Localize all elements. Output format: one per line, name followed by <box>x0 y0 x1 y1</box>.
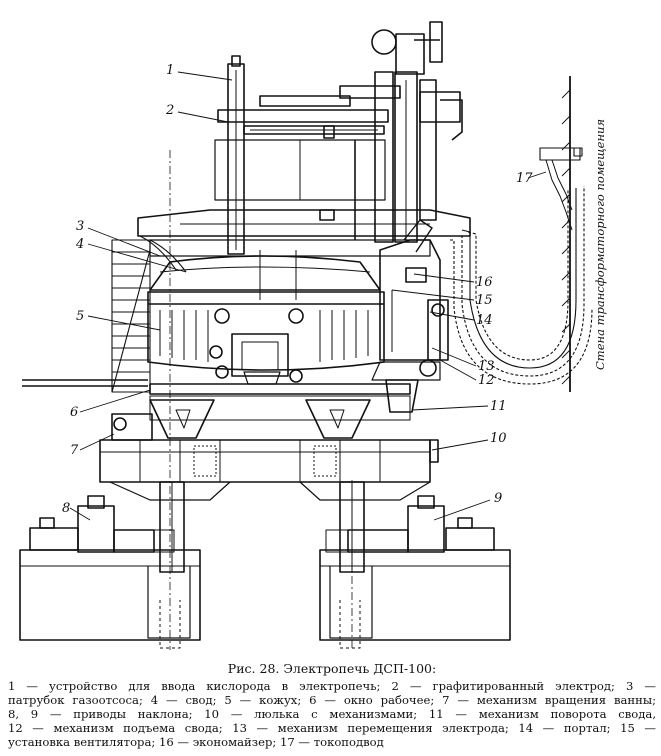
callout-3: 3 <box>76 219 84 234</box>
callout-13: 13 <box>478 359 495 374</box>
caption-line: 1 — устройство для ввода кислорода в эле… <box>8 679 656 694</box>
callout-10: 10 <box>490 431 507 446</box>
furnace-diagram-svg: 1 2 3 4 5 6 7 8 9 10 11 12 13 14 15 16 1… <box>19 21 607 650</box>
callout-16: 16 <box>476 275 493 290</box>
left-staircase <box>111 235 187 393</box>
callout-12: 12 <box>478 373 495 388</box>
tilt-drives <box>29 481 495 573</box>
callout-7: 7 <box>70 443 79 458</box>
callout-15: 15 <box>476 293 493 308</box>
transformer-wall <box>561 76 571 392</box>
callout-6: 6 <box>70 405 78 420</box>
cradle <box>99 399 439 501</box>
caption-line: 8, 9 — приводы наклона; 10 — люлька с ме… <box>8 707 656 722</box>
leader-lines <box>69 71 547 521</box>
flexible-current-lead <box>450 147 593 385</box>
caption-title: Рис. 28. Электропечь ДСП-100: <box>227 661 437 676</box>
portal-structure <box>371 219 449 413</box>
callout-2: 2 <box>165 103 174 118</box>
callout-9: 9 <box>494 491 502 506</box>
electrode-columns <box>214 21 463 255</box>
callout-14: 14 <box>476 313 493 328</box>
callout-4: 4 <box>75 237 84 252</box>
callout-17: 17 <box>516 171 533 186</box>
callout-8: 8 <box>62 501 70 516</box>
callout-11: 11 <box>490 399 507 414</box>
callout-1: 1 <box>166 63 174 78</box>
wall-label: Стена трансформаторного помещения <box>593 119 607 370</box>
caption-line: установка вентилятора; 16 — экономайзер;… <box>8 735 384 750</box>
furnace-drawing: 1 2 3 4 5 6 7 8 9 10 11 12 13 14 15 16 1… <box>19 21 607 650</box>
caption-line: 12 — механизм подъема свода; 13 — механи… <box>8 721 656 736</box>
figure-caption: Рис. 28. Электропечь ДСП-100: 1 — устрой… <box>8 661 656 750</box>
furnace-shell <box>147 291 385 385</box>
foundations <box>19 150 511 650</box>
caption-line: патрубок газоотсоса; 4 — свод; 5 — кожух… <box>8 693 656 708</box>
roof-assembly <box>137 209 471 300</box>
callout-5: 5 <box>76 309 84 324</box>
